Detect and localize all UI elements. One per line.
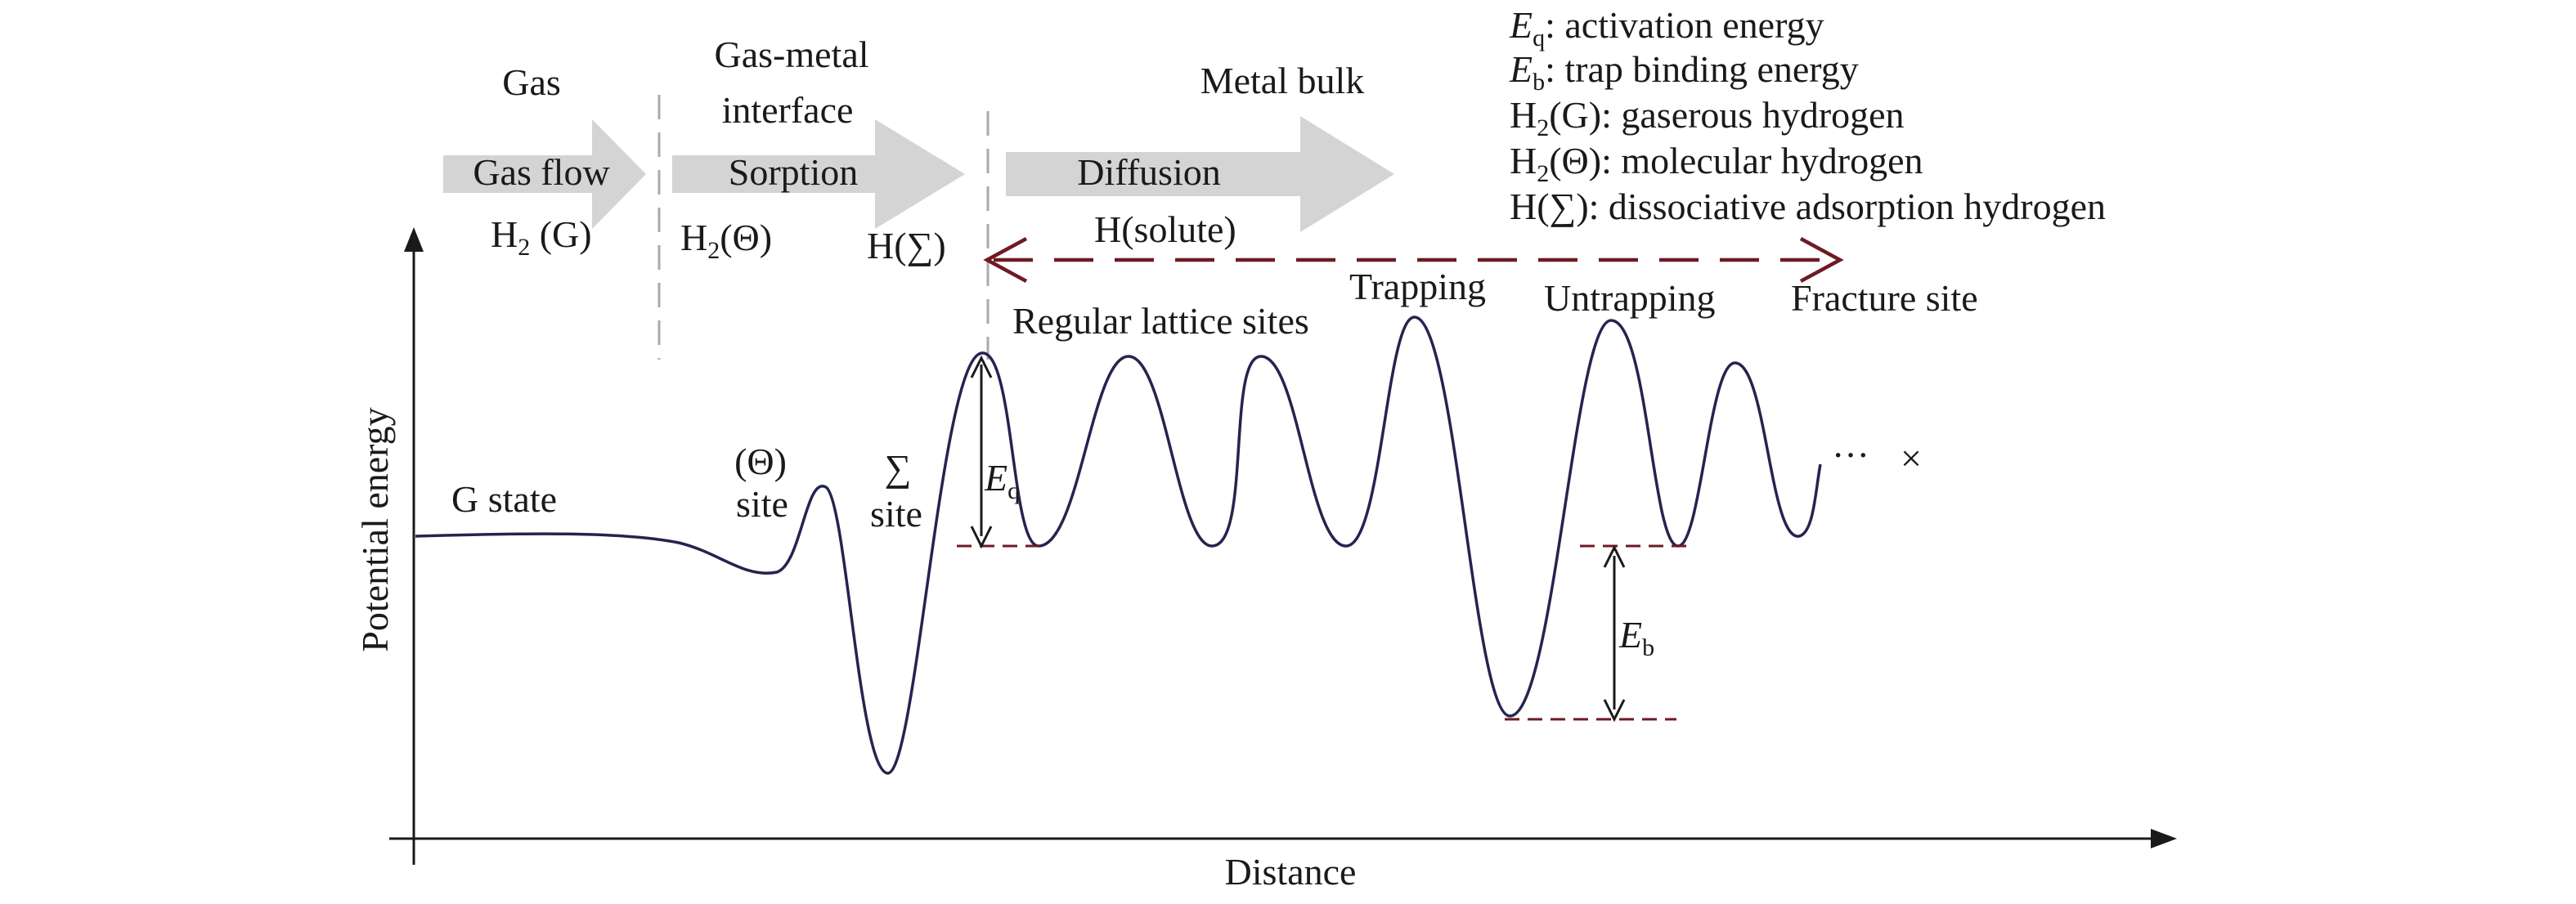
- species-h-sigma: H(∑): [867, 225, 946, 266]
- y-axis-arrowhead: [404, 227, 424, 252]
- diffusion-arrow: [1006, 116, 1394, 232]
- y-axis-label: Potential energy: [354, 407, 396, 651]
- left-arrowhead: [983, 237, 1028, 283]
- region-metal-bulk: Metal bulk: [1200, 60, 1365, 101]
- sorption-label: Sorption: [729, 151, 858, 193]
- x-axis-arrowhead: [2151, 829, 2177, 848]
- potential-energy-curve: [415, 316, 1822, 775]
- legend-eb: Eb: trap binding energy: [1509, 48, 1859, 96]
- sorption-arrow: [672, 119, 965, 229]
- right-arrowhead: [1799, 237, 1844, 283]
- eb-arrow-top: [1603, 544, 1626, 568]
- eb-arrow-bottom: [1603, 699, 1626, 723]
- label-sigma-site-2: site: [870, 493, 922, 535]
- eq-arrow-bottom: [970, 526, 993, 549]
- eq-label: Eq: [984, 457, 1020, 504]
- legend-hsigma: H(∑): dissociative adsorption hydrogen: [1510, 186, 2106, 227]
- legend-h2g: H2(G): gaserous hydrogen: [1510, 94, 1905, 141]
- label-sigma-site-1: ∑: [885, 447, 912, 489]
- region-interface-line1: Gas-metal: [714, 34, 868, 75]
- legend-eq: Eq: activation energy: [1509, 4, 1824, 51]
- label-fracture-site: Fracture site: [1791, 277, 1978, 319]
- region-interface-line2: interface: [722, 89, 854, 131]
- legend-h2theta: H2(Θ): molecular hydrogen: [1510, 140, 1923, 187]
- region-gas: Gas: [502, 61, 561, 103]
- label-fracture-cross: ×: [1901, 437, 1922, 479]
- label-g-state: G state: [451, 478, 557, 520]
- species-h-solute: H(solute): [1094, 208, 1236, 250]
- label-regular-lattice: Regular lattice sites: [1012, 300, 1309, 342]
- label-theta-site-2: site: [736, 483, 788, 525]
- diffusion-label: Diffusion: [1077, 151, 1221, 193]
- x-axis-label: Distance: [1225, 851, 1357, 893]
- gas-flow-arrow: [443, 119, 646, 229]
- gas-flow-label: Gas flow: [473, 151, 610, 193]
- label-untrapping: Untrapping: [1544, 277, 1716, 319]
- species-h2-gas: H2 (G): [491, 213, 592, 261]
- label-trapping: Trapping: [1349, 266, 1486, 307]
- species-h2-molecular: H2(Θ): [680, 217, 772, 264]
- eq-arrow-top: [970, 355, 993, 378]
- label-ellipsis: ···: [1832, 434, 1869, 476]
- label-theta-site-1: (Θ): [734, 441, 787, 482]
- eb-label: Eb: [1618, 614, 1654, 661]
